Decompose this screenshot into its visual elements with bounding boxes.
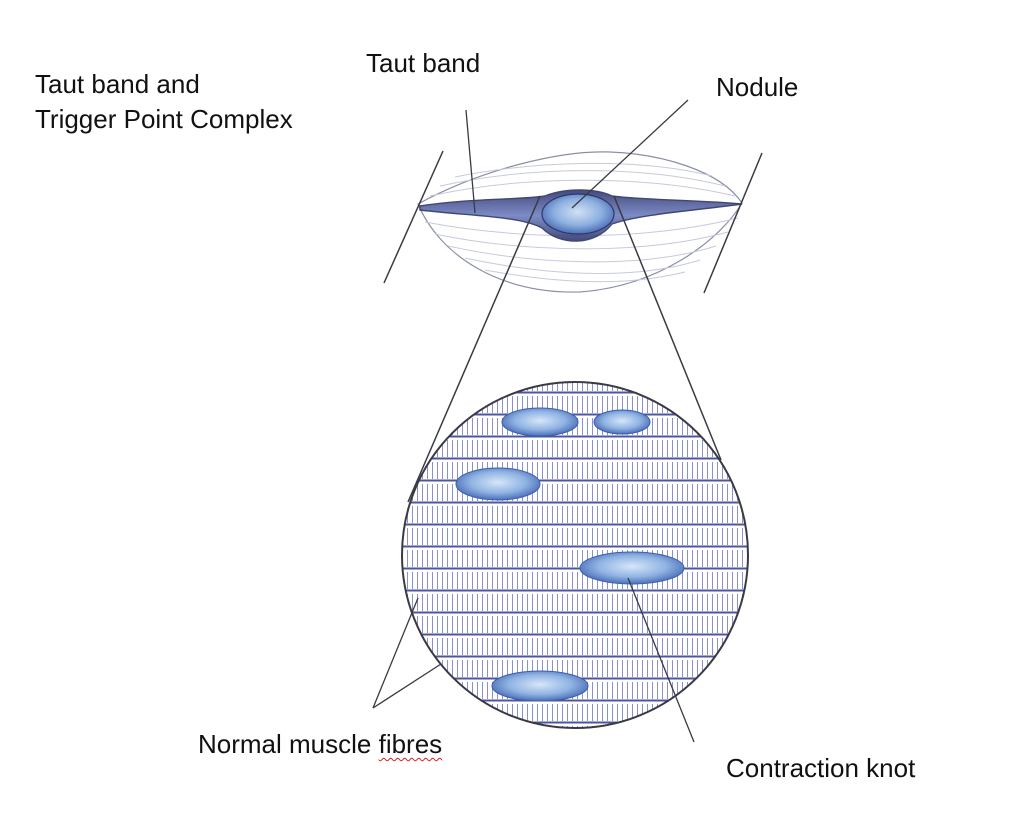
taut-band-leader [465,109,476,214]
taut-band-label: Taut band [366,48,481,78]
muscle-belly [383,150,763,294]
normal-muscle-text: Normal muscle [198,729,379,759]
nodule-shape [541,193,615,235]
contraction-knot-leader [627,577,695,743]
magnified-view [401,381,749,729]
contraction-knot-1 [501,407,579,437]
normal-fibres-leader-1 [372,597,419,709]
magnify-line-right [613,195,722,461]
normal-fibres-leader-2 [372,663,442,709]
nodule-leader [571,99,689,209]
contraction-knot-5 [491,670,589,702]
contraction-knot-label: Contraction knot [726,753,916,783]
contraction-knot-4 [579,551,685,585]
muscle-fibre-field [402,382,748,728]
contraction-knot-2 [593,409,651,435]
magnified-circle-outline [401,381,749,729]
diagram-title-line-1: Taut band and [35,69,200,99]
magnify-line-left [407,195,541,503]
contraction-knot-3 [455,467,541,501]
muscle-cut-line-right [703,152,763,294]
contraction-knots [455,407,685,702]
muscle-cut-line-left [383,150,444,284]
fibres-text: fibres [378,729,443,759]
diagram-title-line-2: Trigger Point Complex [35,104,293,134]
normal-muscle-fibres-label: Normal muscle fibres [198,727,442,761]
nodule-label: Nodule [716,72,799,102]
